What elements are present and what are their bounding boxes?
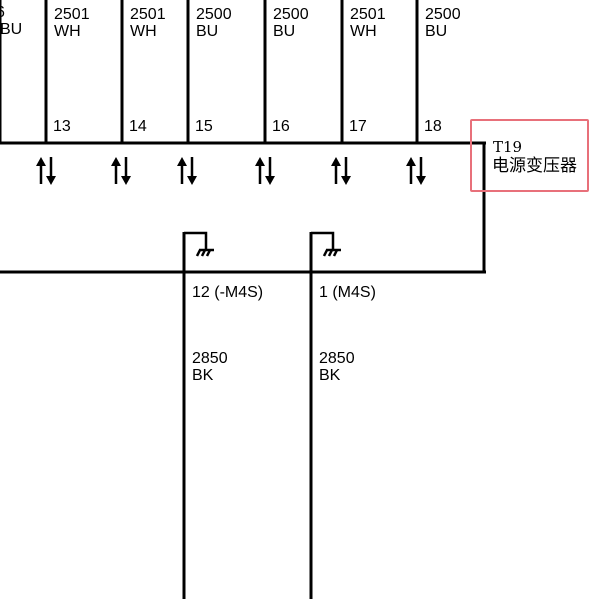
- pin-number-14: 14: [129, 118, 147, 135]
- wire-code-17: 2501: [350, 6, 386, 23]
- bidirectional-arrow-icon: [329, 155, 353, 187]
- bidirectional-arrow-icon: [253, 155, 277, 187]
- pin-number-17: 17: [349, 118, 367, 135]
- wire-code-16: 2500: [273, 6, 309, 23]
- component-id: T19: [493, 138, 523, 156]
- wire-code-15: 2500: [196, 6, 232, 23]
- component-highlight-box[interactable]: [470, 119, 589, 192]
- bidirectional-arrow-icon: [34, 155, 58, 187]
- bidirectional-arrow-icon: [175, 155, 199, 187]
- bidirectional-arrow-icon: [404, 155, 428, 187]
- bidirectional-arrow-icon: [109, 155, 133, 187]
- ground-wire-code-12: 2850: [192, 350, 228, 367]
- wire-code-13: 2501: [54, 6, 90, 23]
- wire-color-13: WH: [54, 23, 81, 40]
- wire-code-14: 2501: [130, 6, 166, 23]
- wire-color-14: WH: [130, 23, 157, 40]
- ground-wire-code-1: 2850: [319, 350, 355, 367]
- pin-number-18: 18: [424, 118, 442, 135]
- ground-wire-color-12: BK: [192, 367, 214, 384]
- ground-pin-label-12: 12 (-M4S): [192, 284, 264, 301]
- pin-number-16: 16: [272, 118, 290, 135]
- pin-number-13: 13: [53, 118, 71, 135]
- wire-color-18: BU: [425, 23, 448, 40]
- ground-symbol-icon: [311, 231, 341, 257]
- ground-pin-label-1: 1 (M4S): [319, 284, 376, 301]
- partial-wire-color: BU: [0, 21, 23, 38]
- pin-number-15: 15: [195, 118, 213, 135]
- wire-code-18: 2500: [425, 6, 461, 23]
- wire-color-16: BU: [273, 23, 296, 40]
- wire-color-15: BU: [196, 23, 219, 40]
- ground-symbol-icon: [184, 231, 214, 257]
- partial-wire-code: 6: [0, 4, 5, 21]
- ground-wire-color-1: BK: [319, 367, 341, 384]
- wire-color-17: WH: [350, 23, 377, 40]
- component-name: 电源变压器: [492, 156, 577, 176]
